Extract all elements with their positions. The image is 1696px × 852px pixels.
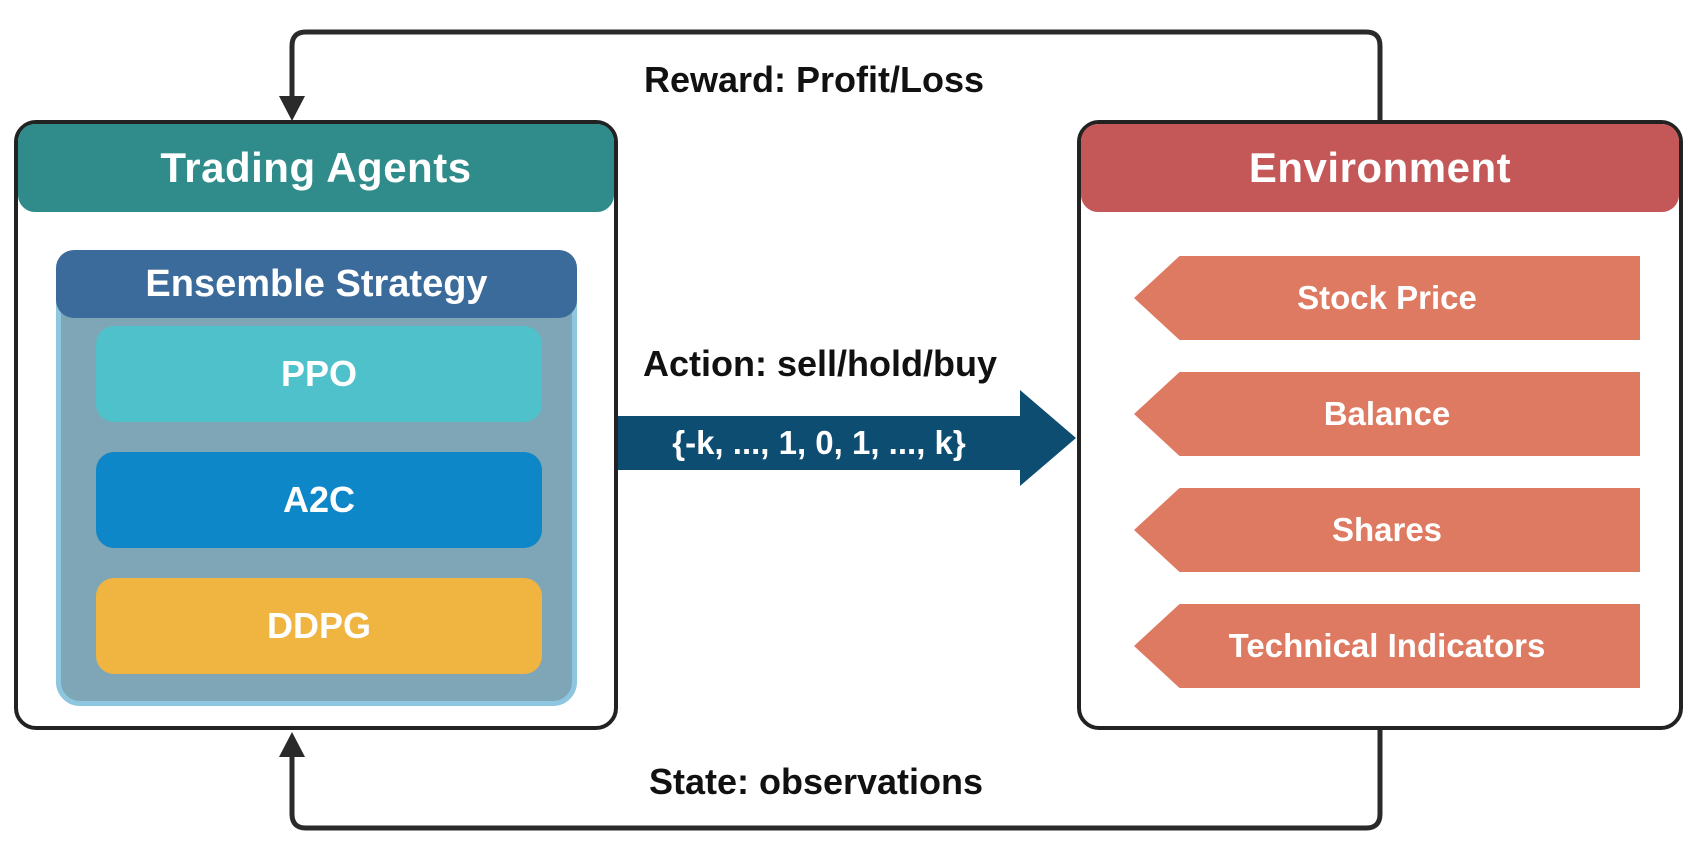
env-item-shares-label: Shares	[1331, 511, 1443, 548]
state-arrowhead-icon	[279, 732, 305, 757]
ensemble-strategy-header: Ensemble Strategy	[56, 250, 577, 318]
action-label: Action: sell/hold/buy	[642, 343, 997, 384]
agent-ddpg-label: DDPG	[266, 605, 371, 646]
trading-agents-header: Trading Agents	[18, 124, 614, 212]
reward-label: Reward: Profit/Loss	[643, 59, 985, 100]
action-set-label: {-k, ..., 1, 0, 1, ..., k}	[672, 424, 966, 461]
env-item-balance: Balance	[1134, 372, 1640, 456]
env-item-technical-indicators: Technical Indicators	[1134, 604, 1640, 688]
agent-a2c-box: A2C	[96, 452, 542, 548]
agent-a2c-label: A2C	[282, 479, 356, 520]
trading-agents-box: Trading Agents Ensemble Strategy PPO A2C…	[14, 120, 618, 730]
agent-ppo-box: PPO	[96, 326, 542, 422]
ensemble-strategy-title: Ensemble Strategy	[145, 262, 488, 305]
env-item-balance-label: Balance	[1323, 395, 1451, 432]
agent-ddpg-box: DDPG	[96, 578, 542, 674]
environment-title: Environment	[1248, 144, 1512, 191]
env-item-shares: Shares	[1134, 488, 1640, 572]
environment-header: Environment	[1081, 124, 1679, 212]
agent-ppo-label: PPO	[280, 353, 358, 394]
trading-agents-title: Trading Agents	[160, 144, 472, 191]
env-item-stock-price-label: Stock Price	[1297, 279, 1477, 316]
env-item-stock-price: Stock Price	[1134, 256, 1640, 340]
env-item-technical-indicators-label: Technical Indicators	[1228, 627, 1546, 664]
environment-box: Environment Stock Price Balance Shares T…	[1077, 120, 1683, 730]
state-label: State: observations	[648, 761, 984, 802]
reward-arrowhead-icon	[279, 96, 305, 121]
